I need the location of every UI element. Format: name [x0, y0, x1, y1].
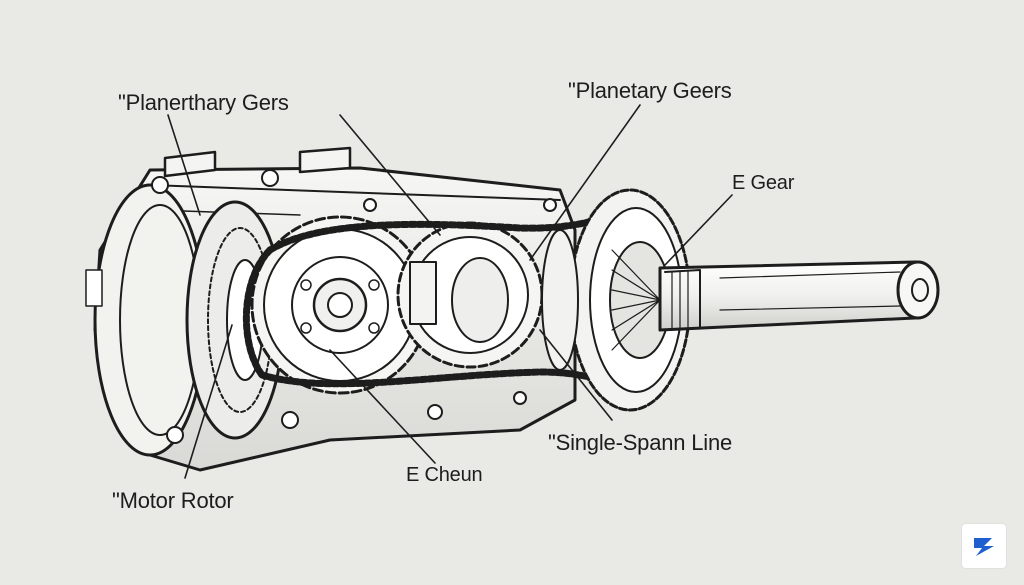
bevel-gear [541, 188, 692, 412]
label-e-chain: E Cheun [406, 464, 483, 486]
blue-chevron-logo-icon [974, 538, 994, 556]
label-e-gear: E Gear [732, 172, 795, 194]
callout-lines [167, 104, 733, 479]
label-motor-rotor: "Motor Rotor [112, 488, 234, 513]
label-single-span-line: "Single-Spann Line [548, 430, 733, 455]
planetary-gear-left [250, 215, 430, 395]
planetary-gear-center [396, 221, 544, 369]
label-planetary-gears-right: "Planetary Geers [568, 78, 732, 103]
output-shaft [658, 260, 940, 332]
label-planetary-gears-left: "Planerthary Gers [118, 90, 289, 115]
watermark-badge [962, 524, 1006, 568]
